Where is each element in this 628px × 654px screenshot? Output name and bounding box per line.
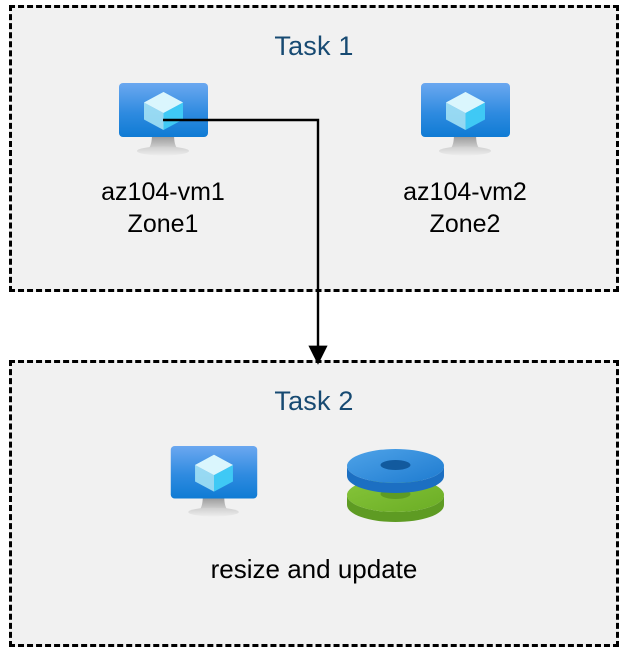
azure-virtual-machine-icon [420,83,510,156]
vm2-label: az104-vm2 Zone2 [403,178,527,238]
vm1-label: az104-vm1 Zone1 [101,178,225,238]
node-az104-vm1[interactable]: az104-vm1 Zone1 [58,80,268,240]
task2-disks-icon-wrap[interactable] [343,440,448,527]
task-2-title: Task 2 [274,386,354,416]
azure-virtual-machine-icon [170,446,257,517]
vm2-label-wrap: az104-vm2 Zone2 [360,176,570,240]
task-2-icon-row [140,440,470,527]
task-2-caption: resize and update [210,554,418,584]
vm1-icon-wrap [58,80,268,158]
vm2-icon-wrap [360,80,570,158]
azure-disks-icon [346,449,444,522]
task-1-title: Task 1 [274,31,354,61]
azure-virtual-machine-icon [118,83,208,156]
vm1-label-wrap: az104-vm1 Zone1 [58,176,268,240]
task2-vm-icon-wrap[interactable] [163,443,265,524]
node-az104-vm2[interactable]: az104-vm2 Zone2 [360,80,570,240]
